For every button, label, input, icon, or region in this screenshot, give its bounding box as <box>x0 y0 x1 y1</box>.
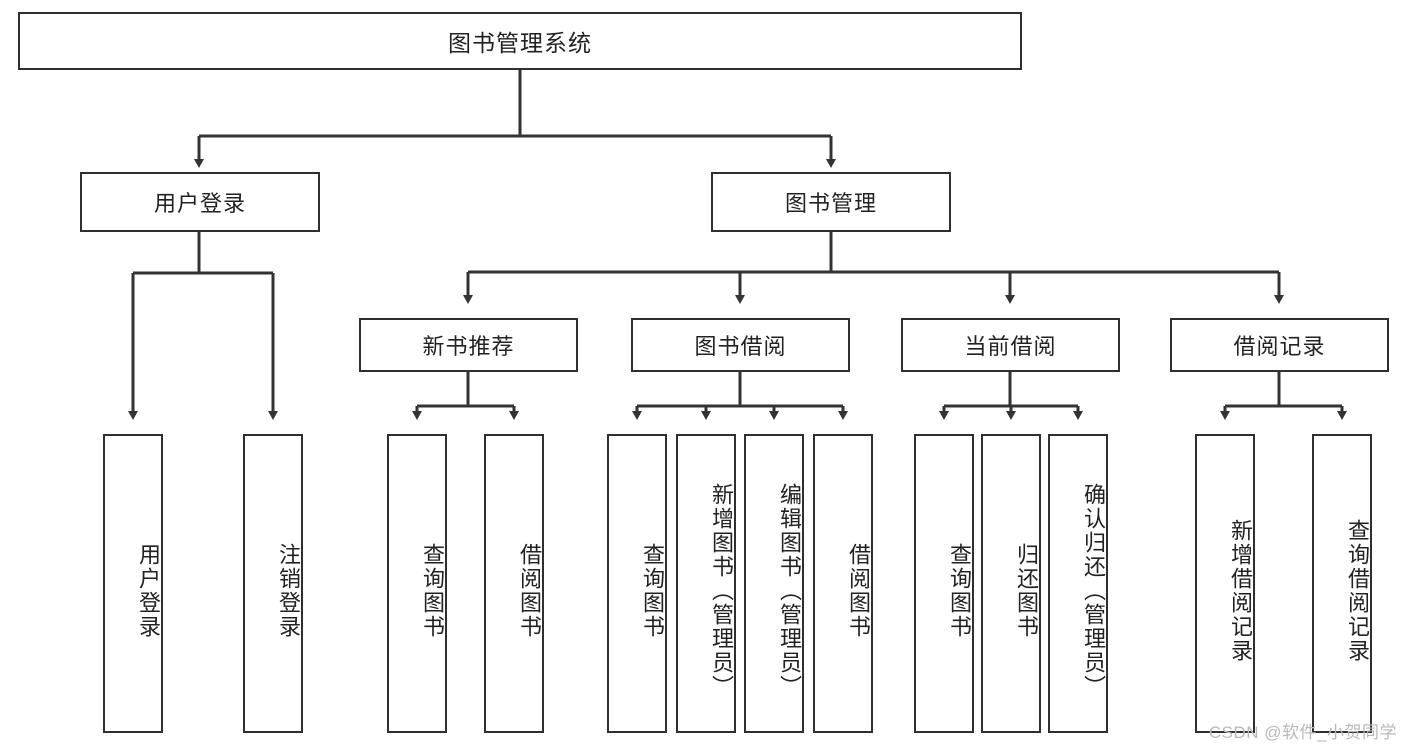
node-book-manage-label: 图书管理 <box>784 191 877 216</box>
leaf-add-record[interactable]: 新增借阅记录 <box>1195 434 1255 733</box>
csdn-watermark: CSDN @软件_小贺同学 <box>1208 723 1397 742</box>
node-user-login-label: 用户登录 <box>153 191 246 216</box>
leaf-query-record-label: 查询借阅记录 <box>1345 518 1370 663</box>
node-root-label: 图书管理系统 <box>448 30 592 56</box>
leaf-add-book[interactable]: 新增图书（管理员） <box>676 434 736 733</box>
node-borrow-record-label: 借阅记录 <box>1233 334 1326 359</box>
leaf-return-book[interactable]: 归还图书 <box>981 434 1041 733</box>
leaf-query-book-3-label: 查询图书 <box>947 542 972 639</box>
leaf-user-login[interactable]: 用户登录 <box>103 434 163 733</box>
leaf-confirm-return[interactable]: 确认归还（管理员） <box>1048 434 1108 733</box>
leaf-borrow-book-1-label: 借阅图书 <box>517 542 542 639</box>
leaf-query-book-1[interactable]: 查询图书 <box>387 434 447 733</box>
leaf-add-record-label: 新增借阅记录 <box>1228 518 1253 663</box>
leaf-user-logout[interactable]: 注销登录 <box>243 434 303 733</box>
leaf-confirm-return-label: 确认归还（管理员） <box>1081 482 1106 699</box>
leaf-return-book-label: 归还图书 <box>1014 542 1039 639</box>
leaf-borrow-book-1[interactable]: 借阅图书 <box>484 434 544 733</box>
node-new-book-rec[interactable]: 新书推荐 <box>359 318 578 372</box>
leaf-user-logout-label: 注销登录 <box>276 542 301 639</box>
leaf-user-login-label: 用户登录 <box>136 542 161 639</box>
leaf-query-record[interactable]: 查询借阅记录 <box>1312 434 1372 733</box>
node-new-book-rec-label: 新书推荐 <box>422 334 515 359</box>
node-current-borrow[interactable]: 当前借阅 <box>901 318 1120 372</box>
node-book-manage[interactable]: 图书管理 <box>711 172 951 232</box>
leaf-borrow-book-2-label: 借阅图书 <box>846 542 871 639</box>
leaf-query-book-3[interactable]: 查询图书 <box>914 434 974 733</box>
node-root[interactable]: 图书管理系统 <box>18 12 1022 70</box>
leaf-query-book-2-label: 查询图书 <box>640 542 665 639</box>
leaf-add-book-label: 新增图书（管理员） <box>709 482 734 699</box>
leaf-edit-book[interactable]: 编辑图书（管理员） <box>744 434 804 733</box>
node-book-borrow-label: 图书借阅 <box>694 334 787 359</box>
node-user-login[interactable]: 用户登录 <box>80 172 320 232</box>
leaf-query-book-2[interactable]: 查询图书 <box>607 434 667 733</box>
leaf-query-book-1-label: 查询图书 <box>420 542 445 639</box>
node-current-borrow-label: 当前借阅 <box>964 334 1057 359</box>
node-book-borrow[interactable]: 图书借阅 <box>631 318 850 372</box>
leaf-edit-book-label: 编辑图书（管理员） <box>777 482 802 699</box>
leaf-borrow-book-2[interactable]: 借阅图书 <box>813 434 873 733</box>
node-borrow-record[interactable]: 借阅记录 <box>1170 318 1389 372</box>
